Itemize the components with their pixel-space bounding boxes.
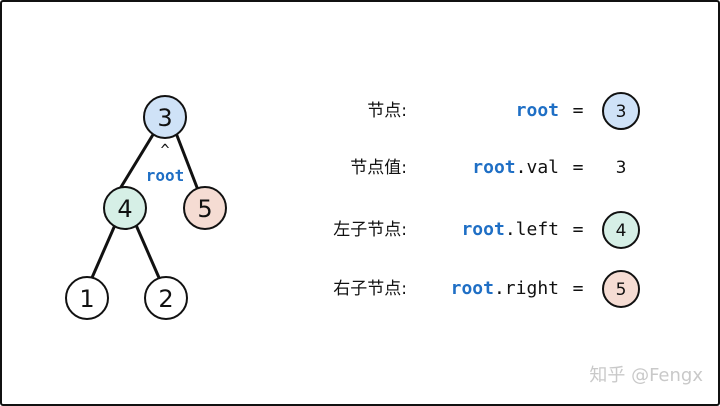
node-value: 1 <box>79 285 94 313</box>
edge-4-1 <box>89 224 117 281</box>
row-value: 5 <box>616 280 627 300</box>
row-label: 右子节点: <box>333 279 407 299</box>
edge-4-2 <box>134 224 162 281</box>
watermark: 知乎 @Fengx <box>589 365 703 386</box>
tree-node-1: 1 <box>65 276 109 320</box>
row-equals: = <box>573 278 584 299</box>
row-label: 节点值: <box>350 158 407 178</box>
value-circle <box>602 211 640 249</box>
edge-3-5 <box>174 132 200 191</box>
row-var: root <box>451 278 494 299</box>
root-caret: ^ <box>160 141 169 159</box>
node-circle <box>103 186 147 230</box>
tree-edges <box>89 132 200 281</box>
row-label: 左子节点: <box>333 220 407 240</box>
row-var: root <box>472 157 515 178</box>
node-circle <box>144 276 188 320</box>
value-circle <box>602 270 640 308</box>
value-circle <box>602 92 640 130</box>
node-value: 2 <box>158 285 173 313</box>
row-field: .left <box>505 219 559 240</box>
row-value: 3 <box>616 158 627 178</box>
row-value: 4 <box>616 221 627 241</box>
node-value: 5 <box>197 195 212 223</box>
row-field: .right <box>494 278 559 299</box>
tree-node-3: 3 <box>143 95 187 139</box>
node-circle <box>65 276 109 320</box>
node-circle <box>183 186 227 230</box>
row-var: root <box>516 100 559 121</box>
row-label: 节点: <box>367 101 407 121</box>
node-circle <box>143 95 187 139</box>
property-row-right: 右子节点: root.right = 5 <box>333 270 640 308</box>
node-value: 4 <box>117 195 132 223</box>
tree-node-4: 4 <box>103 186 147 230</box>
row-equals: = <box>573 219 584 240</box>
tree-node-2: 2 <box>144 276 188 320</box>
edge-3-4 <box>116 132 156 193</box>
row-field: .val <box>516 157 559 178</box>
row-expression: root.right <box>451 278 559 299</box>
row-expression: root <box>516 100 559 121</box>
row-var: root <box>461 219 504 240</box>
row-expression: root.val <box>472 157 559 178</box>
property-row-left: 左子节点: root.left = 4 <box>333 211 640 249</box>
row-value: 3 <box>616 102 627 122</box>
root-pointer-label: root <box>146 166 185 185</box>
row-expression: root.left <box>461 219 559 240</box>
node-value: 3 <box>157 104 172 132</box>
tree-node-5: 5 <box>183 186 227 230</box>
row-equals: = <box>573 100 584 121</box>
property-row-val: 节点值: root.val = 3 <box>350 157 626 178</box>
property-row-node: 节点: root = 3 <box>367 92 640 130</box>
row-equals: = <box>573 157 584 178</box>
